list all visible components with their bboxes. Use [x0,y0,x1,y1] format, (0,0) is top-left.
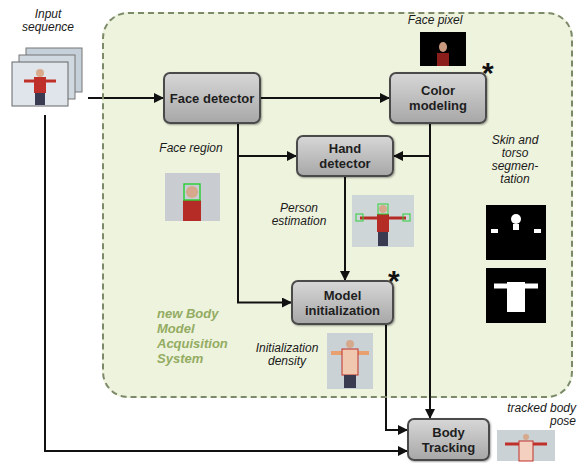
box-label: Face detector [166,91,259,106]
image-label: Initialization density [250,342,324,368]
segmentation-images [486,205,546,323]
flow-arrow [238,124,296,156]
image-label: tracked body pose [494,402,576,428]
callout-mark: * [388,266,408,296]
image-label: Person estimation [264,202,334,228]
process-box: Face detector [163,72,261,124]
flow-arrow [88,97,163,99]
acquisition-region: new Body Model Acquisition System Face de… [102,12,573,398]
flow-arrow [386,325,407,430]
input-sequence: Input sequence [8,8,88,115]
flow-arrow [344,177,346,280]
input-heading: Input sequence [15,8,81,34]
callout-mark: * [482,58,502,88]
process-box: Color modeling [389,72,487,124]
input-frames [12,48,82,106]
group-heading: new Body Model Acquisition System [157,306,252,366]
region-fill [102,12,573,398]
box-label: Hand detector [298,141,392,171]
box-label: Model initialization [293,288,392,318]
flow-arrow [394,124,430,156]
person-estimation-image [352,195,414,247]
initialization-density-image [327,333,373,389]
face-region-image [165,173,220,221]
image-label: Face pixel [400,14,470,27]
box-label: Body Tracking [409,425,488,455]
image-label: Skin and torso segmen-tation [484,134,546,186]
flow-arrow [261,97,389,99]
flow-arrow [429,124,431,418]
process-box: Hand detector [296,135,394,177]
process-box: Body Tracking [407,418,490,461]
box-label: Color modeling [391,83,485,113]
image-label: Face region [158,142,224,155]
face-pixel-image [420,32,466,66]
tracked-pose-image [497,430,555,461]
flow-arrow [45,115,407,451]
process-box: Model initialization [291,280,394,325]
